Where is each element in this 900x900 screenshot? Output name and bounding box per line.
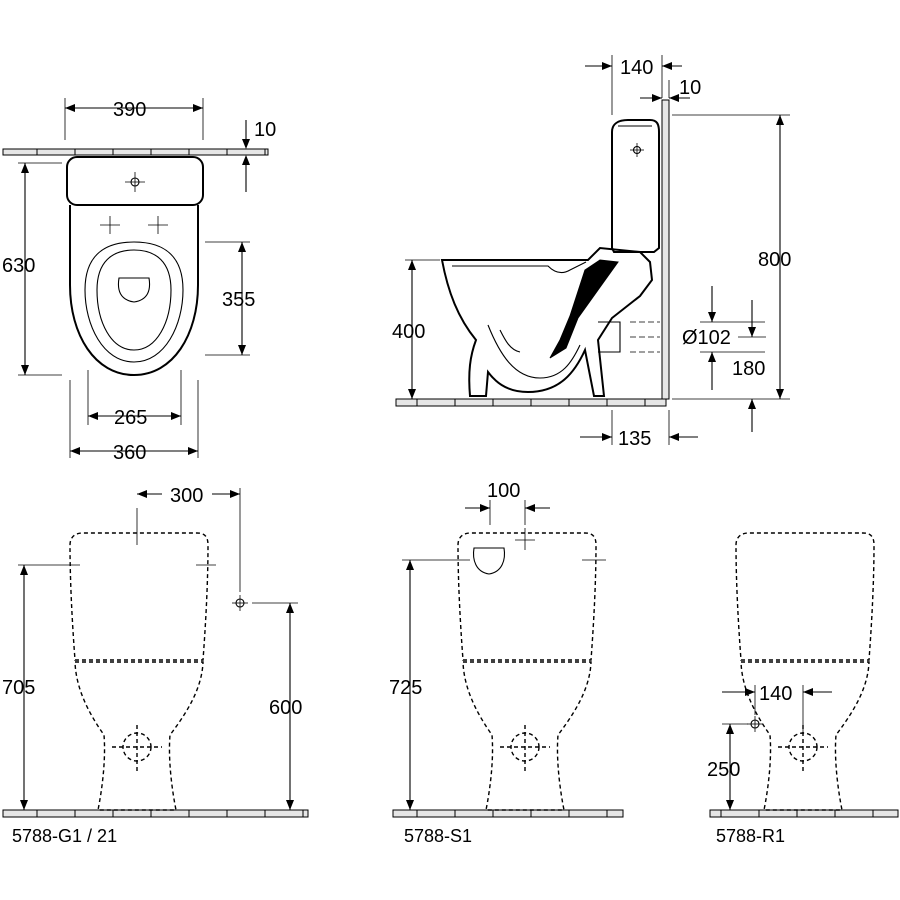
g1-total-height-label: 705: [2, 677, 35, 699]
side-cistern: [611, 119, 660, 253]
plan-water-area: [117, 277, 151, 303]
plan-cistern: [66, 156, 204, 206]
g1-model-label: 5788-G1 / 21: [12, 826, 117, 846]
front-view-r1: 140 250 5788-R1: [707, 532, 899, 846]
r1-bowl: [740, 661, 870, 811]
g1-inlet-height-label: 600: [269, 697, 302, 719]
plan-seat-width-label: 265: [114, 407, 147, 429]
r1-inlet-icon: [747, 716, 763, 732]
r1-model-label: 5788-R1: [716, 826, 785, 846]
g1-inlet-icon: [232, 595, 248, 611]
plan-seat-inner: [96, 249, 172, 351]
side-cistern-button-icon: [630, 143, 644, 157]
s1-bowl: [462, 661, 592, 811]
side-floor: [395, 398, 667, 407]
side-rim-height-label: 400: [392, 321, 425, 343]
plan-fixing-right-icon: [148, 216, 168, 234]
front-view-g1: 300 705 600 5788-G1 / 21: [2, 485, 309, 846]
s1-total-height-label: 725: [389, 677, 422, 699]
s1-model-label: 5788-S1: [404, 826, 472, 846]
s1-floor: [392, 809, 624, 818]
side-cistern-depth-label: 140: [620, 57, 653, 79]
side-bowl: [440, 246, 654, 397]
side-total-height-label: 800: [758, 249, 791, 271]
plan-fixing-left-icon: [100, 216, 120, 234]
side-outlet-offset-label: 135: [618, 428, 651, 450]
s1-cistern: [457, 532, 597, 661]
g1-cistern: [69, 532, 209, 661]
s1-outlet-cross-icon: [500, 725, 550, 772]
r1-inlet-offset-label: 140: [759, 683, 792, 705]
g1-inlet-offset-label: 300: [170, 485, 203, 507]
plan-cistern-button-icon: [125, 172, 145, 192]
g1-floor: [2, 809, 309, 818]
r1-floor: [709, 809, 899, 818]
plan-wall: [2, 148, 269, 156]
plan-bowl-length-label: 355: [222, 289, 255, 311]
side-outlet-diameter-label: Ø102: [682, 327, 731, 349]
plan-width-top-label: 390: [113, 99, 146, 121]
plan-seat: [84, 241, 184, 363]
g1-outlet-cross-icon: [112, 725, 162, 772]
plan-length-label: 630: [2, 255, 35, 277]
side-view: 140 10 800 400 Ø102 180 135: [392, 55, 791, 450]
side-bowl-inner: [452, 261, 587, 274]
side-wall: [661, 99, 670, 400]
plan-seat-gap-label: 10: [254, 119, 276, 141]
r1-cistern: [735, 532, 875, 661]
side-outlet-pipe: [598, 321, 621, 353]
side-wall-gap-label: 10: [679, 77, 701, 99]
side-outlet-height-label: 180: [732, 358, 765, 380]
side-trap-fill: [549, 259, 619, 359]
g1-bowl: [74, 661, 204, 811]
plan-view: 390 10 630 355 265 360: [2, 98, 276, 464]
r1-inlet-height-label: 250: [707, 759, 740, 781]
front-view-s1: 100 725 5788-S1: [389, 480, 624, 846]
plan-base-width-label: 360: [113, 442, 146, 464]
s1-inlet-shape: [472, 547, 506, 575]
plan-bowl: [69, 205, 199, 377]
s1-inlet-offset-label: 100: [487, 480, 520, 502]
